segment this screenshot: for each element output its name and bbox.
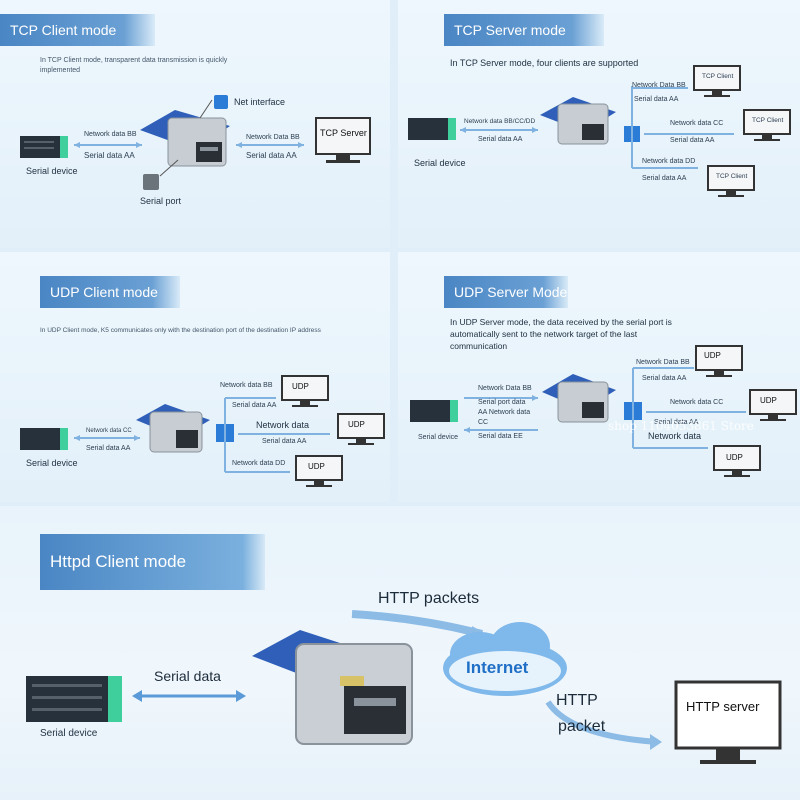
serial-aa-mid-label: Serial data AA [262,438,307,445]
http-server-label: HTTP server [686,699,760,714]
internet-label: Internet [466,658,529,677]
network-bb-label: Network data BB [220,382,273,389]
udp-1-label: UDP [292,382,309,391]
network-bb-left-label: Network Data BB [478,385,532,392]
cloud-icon [443,622,567,696]
serial-data-left-label: Serial data AA [84,151,135,160]
udp-server-graphics [410,345,797,477]
serial-data-right-label: Serial data AA [246,151,297,160]
network-bb-right-label: Network Data BB [636,359,690,366]
network-data-right-label: Network Data BB [246,134,300,141]
serial-aa-1-label: Serial data AA [634,96,679,103]
tcp-server-caption: In TCP Server mode, four clients are sup… [450,58,639,68]
udp-client-caption: In UDP Client mode, K5 communicates only… [40,327,321,334]
serial-aa-label: Serial data AA [86,445,131,452]
tcp-server-title: TCP Server mode [444,14,604,46]
serial-port-icon [143,174,159,190]
tcp-client-graphics [20,95,371,190]
tcp-client-1-label: TCP Client [702,73,734,80]
store-watermark: shop 1104053861 Store [608,419,754,433]
net-interface-label: Net interface [234,97,286,107]
serial-device-icon [410,400,456,422]
monitor-icon [749,389,797,415]
monitor-icon [674,680,782,750]
network-data-label: Network data [648,431,702,441]
serial-device-label: Serial device [26,458,78,468]
udp-1-label: UDP [704,351,721,360]
udp-client-graphics [20,375,385,487]
tcp-client-2-label: TCP Client [752,117,784,124]
network-cc-label: Network data CC [86,428,132,434]
udp-client-panel: UDP Client mode In UDP Client mode, K5 c… [0,252,390,502]
tcp-server-graphics [408,65,791,197]
network-data-label: Network data [256,420,310,430]
net-interface-icon [214,95,228,109]
serial-data-mid-label: Serial data AA [478,136,523,143]
tcp-client-title: TCP Client mode [0,14,155,46]
udp-server-title: UDP Server Mode [444,276,568,308]
serial-device-label: Serial device [26,166,78,176]
serial-port-data-label: Serial port data [478,399,526,406]
serial-aa-cc-label: Serial data AA [654,419,699,426]
network-dd-label: Network data DD [232,460,286,467]
network-bb-label: Network Data BB [632,82,686,89]
serial-aa-2-label: Serial data AA [670,137,715,144]
tcp-client-panel: TCP Client mode In TCP Client mode, tran… [0,0,390,248]
http-label: HTTP [556,692,598,709]
udp-server-caption: In UDP Server mode, the data received by… [450,317,672,351]
serial-aa-3-label: Serial data AA [642,175,687,182]
udp-2-label: UDP [760,396,777,405]
serial-aa-right-label: Serial data AA [642,375,687,382]
serial-port-label: Serial port [140,196,182,206]
monitor-icon [713,445,761,471]
tcp-client-caption: In TCP Client mode, transparent data tra… [40,57,228,74]
tcp-server-panel: TCP Server mode In TCP Server mode, four… [398,0,800,248]
serial-device-label: Serial device [414,158,466,168]
packet-label: packet [558,718,606,735]
network-cc-label: Network data CC [670,120,724,127]
httpd-client-title: Httpd Client mode [40,534,265,590]
serial-aa-top-label: Serial data AA [232,402,277,409]
monitor-icon [281,375,329,401]
monitor-icon [695,345,743,371]
udp-server-panel: UDP Server Mode In UDP Server mode, the … [398,252,800,502]
udp-3-label: UDP [308,462,325,471]
monitor-icon [337,413,385,439]
aa-network-data-label: AA Network data [478,409,531,416]
serial-data-ee-label: Serial data EE [478,433,523,440]
udp-client-title: UDP Client mode [40,276,180,308]
serial-device-label: Serial device [418,434,459,441]
httpd-graphics [26,610,782,764]
tcp-server-label: TCP Server [320,128,367,138]
http-packets-label: HTTP packets [378,590,480,607]
network-data-mid-label: Network data BB/CC/DD [464,118,536,125]
network-data-left-label: Network data BB [84,131,137,138]
serial-device-icon [408,118,454,140]
serial-device-icon [20,428,68,450]
network-cc-label: Network data CC [670,399,724,406]
monitor-icon [743,109,791,135]
tcp-client-3-label: TCP Client [716,173,748,180]
serial-device-label: Serial device [40,728,98,739]
serial-data-label: Serial data [154,668,221,684]
udp-3-label: UDP [726,453,743,462]
cc-label: CC [478,419,489,426]
network-dd-label: Network data DD [642,158,696,165]
udp-2-label: UDP [348,420,365,429]
